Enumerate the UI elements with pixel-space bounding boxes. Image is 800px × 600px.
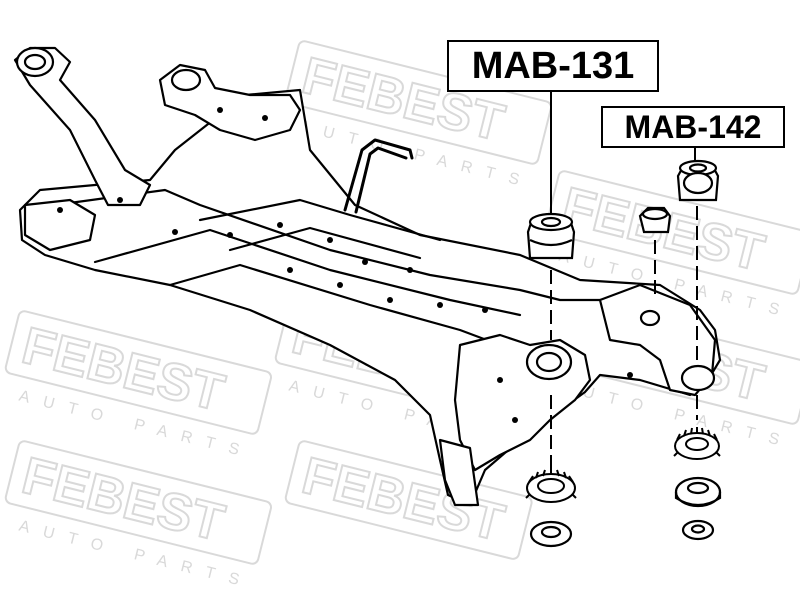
part-number-text: MAB-142	[624, 109, 762, 145]
washer-rubber-right	[674, 476, 722, 508]
leader-lines	[550, 90, 698, 470]
washer-serrated-left	[525, 469, 577, 503]
washer-flat-right	[681, 519, 715, 541]
part-label-mab-131: MAB-131	[447, 40, 659, 92]
bushing-mab-131	[526, 212, 576, 260]
washer-flat-left	[529, 520, 573, 548]
washer-serrated-right	[673, 427, 721, 460]
watermark-5: FEBEST AUTO PARTS	[4, 440, 273, 592]
nut	[638, 206, 672, 234]
part-label-mab-142: MAB-142	[601, 106, 785, 148]
subframe-body	[13, 46, 722, 507]
bushing-mab-142	[676, 159, 720, 202]
watermark-3: FEBEST AUTO PARTS	[4, 310, 273, 462]
part-number-text: MAB-131	[471, 45, 635, 87]
